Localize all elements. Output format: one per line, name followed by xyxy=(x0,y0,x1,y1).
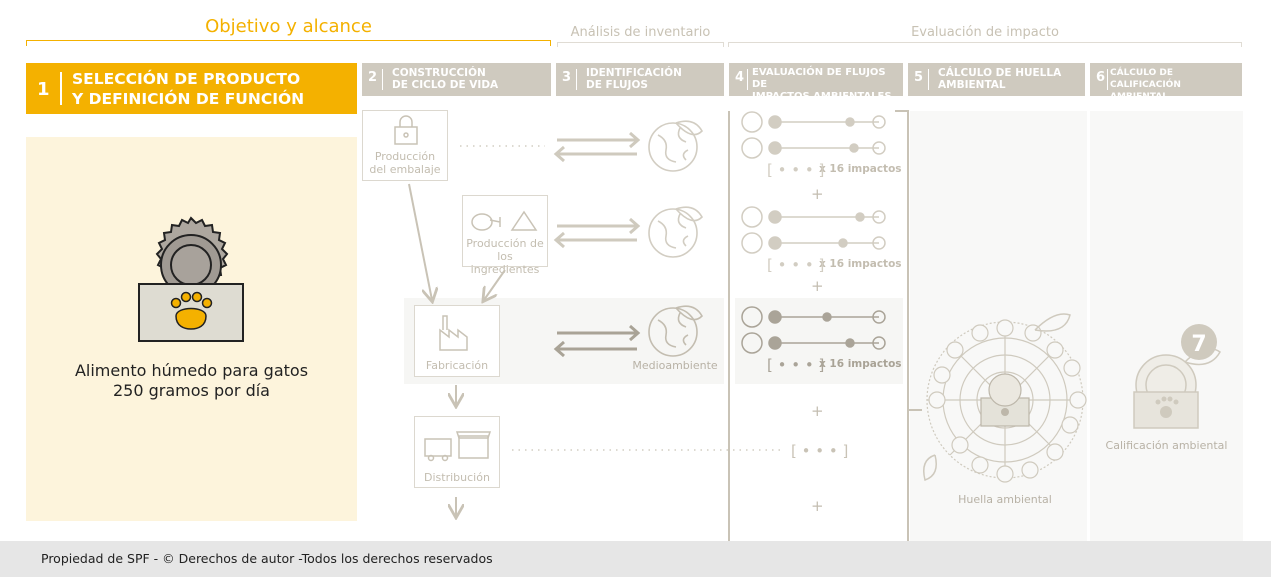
score-panel-bg xyxy=(1090,111,1243,541)
footprint-wheel-icon xyxy=(923,313,1087,483)
step-3-header: 3 IDENTIFICACIÓN DE FLUJOS xyxy=(556,63,724,96)
footer-bar: Propiedad de SPF - © Derechos de autor -… xyxy=(0,541,1271,577)
globe-leaf-icon xyxy=(648,305,703,357)
step-separator xyxy=(576,69,577,90)
cat-food-can-icon xyxy=(138,216,244,342)
phase-impact-title: Evaluación de impacto xyxy=(911,25,1059,40)
step-1-header: 1 SELECCIÓN DE PRODUCTO Y DEFINICIÓN DE … xyxy=(26,63,357,114)
product-line-2: 250 gramos por día xyxy=(113,381,270,400)
score-can-icon xyxy=(1133,324,1221,429)
plus-sign: + xyxy=(811,497,824,515)
step-number: 4 xyxy=(735,70,745,85)
plus-sign: + xyxy=(811,185,824,203)
phase-goal-title: Objetivo y alcance xyxy=(205,16,372,37)
exchange-arrows-3 xyxy=(553,324,641,358)
step-label: IDENTIFICACIÓN DE FLUJOS xyxy=(586,67,682,91)
score-label: Calificación ambiental xyxy=(1105,439,1228,452)
step-separator xyxy=(382,69,383,90)
step-number: 2 xyxy=(368,70,378,85)
svg-text:[ • • • ]: [ • • • ] xyxy=(767,356,824,374)
ellipsis-bracket: [ • • • ] xyxy=(791,442,848,460)
phase-inventory-title: Análisis de inventario xyxy=(570,25,711,40)
product-description: Alimento húmedo para gatos 250 gramos po… xyxy=(26,361,357,401)
meat-ingredient-icon xyxy=(471,210,538,231)
svg-text:[ • • • ]: [ • • • ] xyxy=(767,161,824,179)
impact-slider-group-1: [ • • • ] xyxy=(741,111,886,179)
step-separator xyxy=(1107,69,1108,90)
step-label: CÁLCULO DE HUELLA AMBIENTAL xyxy=(938,67,1062,91)
step-separator xyxy=(928,69,929,90)
environment-label: Medioambiente xyxy=(632,359,718,372)
impact-slider-group-2: [ • • • ] xyxy=(741,206,886,274)
ingredients-node xyxy=(462,195,548,267)
globe-leaf-icon xyxy=(648,206,703,258)
factory-icon xyxy=(439,315,468,351)
impact-count-2: x 16 impactos xyxy=(819,258,902,270)
step-6-header: 6 CÁLCULO DE CALIFICACIÓN AMBIENTAL xyxy=(1090,63,1242,102)
impact-count-1: x 16 impactos xyxy=(819,163,902,175)
step-number: 3 xyxy=(562,70,572,85)
packaging-label: Producción del embalaje xyxy=(369,150,441,176)
step-number: 6 xyxy=(1096,70,1106,85)
aggregation-bracket xyxy=(728,110,922,541)
step-number: 1 xyxy=(37,79,50,100)
plus-sign: + xyxy=(811,402,824,420)
phase-impact-underline xyxy=(728,42,1242,47)
manufacturing-node xyxy=(414,305,500,377)
exchange-arrows-2 xyxy=(553,217,641,249)
lock-package-icon xyxy=(394,115,418,145)
svg-text:[ • • • ]: [ • • • ] xyxy=(767,256,824,274)
step-label: EVALUACIÓN DE FLUJOS DE IMPACTOS AMBIENT… xyxy=(752,67,892,102)
step-separator xyxy=(747,69,748,90)
phase-goal-underline xyxy=(26,40,551,46)
exchange-arrows-1 xyxy=(553,131,641,163)
step-label: CÁLCULO DE CALIFICACIÓN AMBIENTAL xyxy=(1110,68,1181,102)
product-line-1: Alimento húmedo para gatos xyxy=(74,361,309,380)
impact-slider-group-3: [ • • • ] xyxy=(741,306,886,374)
globe-leaf-icon xyxy=(648,120,703,172)
step-number: 5 xyxy=(914,70,924,85)
distribution-label: Distribución xyxy=(424,471,490,484)
score-value: 7 xyxy=(1191,332,1206,357)
delivery-store-icon xyxy=(424,431,492,462)
plus-sign: + xyxy=(811,277,824,295)
ingredients-label: Producción de los ingredientes xyxy=(466,237,544,276)
step-2-header: 2 CONSTRUCCIÓN DE CICLO DE VIDA xyxy=(362,63,551,96)
packaging-node xyxy=(362,110,448,181)
manufacturing-label: Fabricación xyxy=(425,359,489,372)
step-5-header: 5 CÁLCULO DE HUELLA AMBIENTAL xyxy=(908,63,1085,96)
phase-inventory-underline xyxy=(557,42,724,47)
distribution-node xyxy=(414,416,500,488)
step-label: SELECCIÓN DE PRODUCTO Y DEFINICIÓN DE FU… xyxy=(72,70,305,108)
impact-count-3: x 16 impactos xyxy=(819,358,902,370)
step-separator xyxy=(60,72,62,105)
footprint-label: Huella ambiental xyxy=(958,493,1052,506)
step-label: CONSTRUCCIÓN DE CICLO DE VIDA xyxy=(392,67,499,91)
copyright-text: Propiedad de SPF - © Derechos de autor -… xyxy=(41,551,493,566)
step-4-header: 4 EVALUACIÓN DE FLUJOS DE IMPACTOS AMBIE… xyxy=(729,63,903,102)
